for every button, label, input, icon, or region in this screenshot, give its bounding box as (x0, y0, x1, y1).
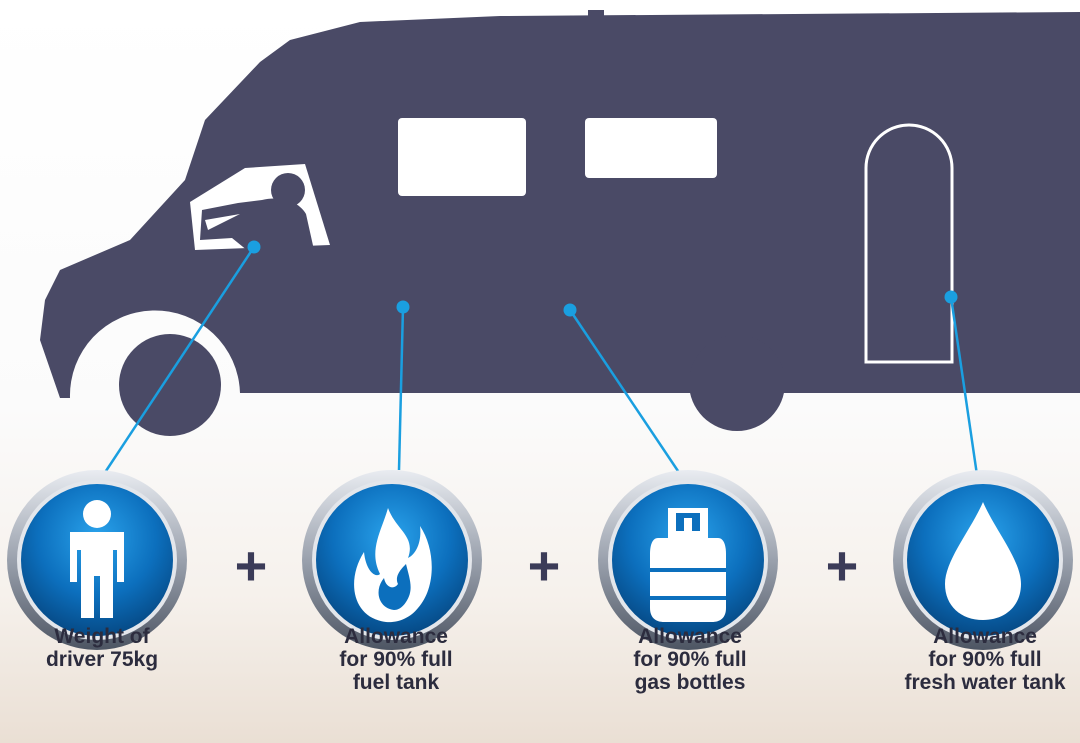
plus-operator-2: + (524, 538, 564, 594)
pointer-dot-driver (248, 241, 261, 254)
side-window-2 (585, 118, 717, 178)
badge-water (893, 470, 1073, 650)
plus-operator-3: + (822, 538, 862, 594)
rear-wheel (689, 335, 785, 431)
side-window-1 (398, 118, 526, 196)
pointer-dot-fuel (397, 301, 410, 314)
badge-driver (7, 470, 187, 650)
label-fresh-water-tank: Allowance for 90% full fresh water tank (865, 625, 1080, 694)
front-wheel (119, 334, 221, 436)
badge-fuel (302, 470, 482, 650)
label-gas-bottles: Allowance for 90% full gas bottles (570, 625, 810, 694)
pointer-dot-gas (564, 304, 577, 317)
label-driver-weight: Weight of driver 75kg (0, 625, 222, 671)
pointer-dot-water (945, 291, 958, 304)
badge-gas (598, 470, 778, 650)
plus-operator-1: + (231, 538, 271, 594)
label-fuel-tank: Allowance for 90% full fuel tank (276, 625, 516, 694)
